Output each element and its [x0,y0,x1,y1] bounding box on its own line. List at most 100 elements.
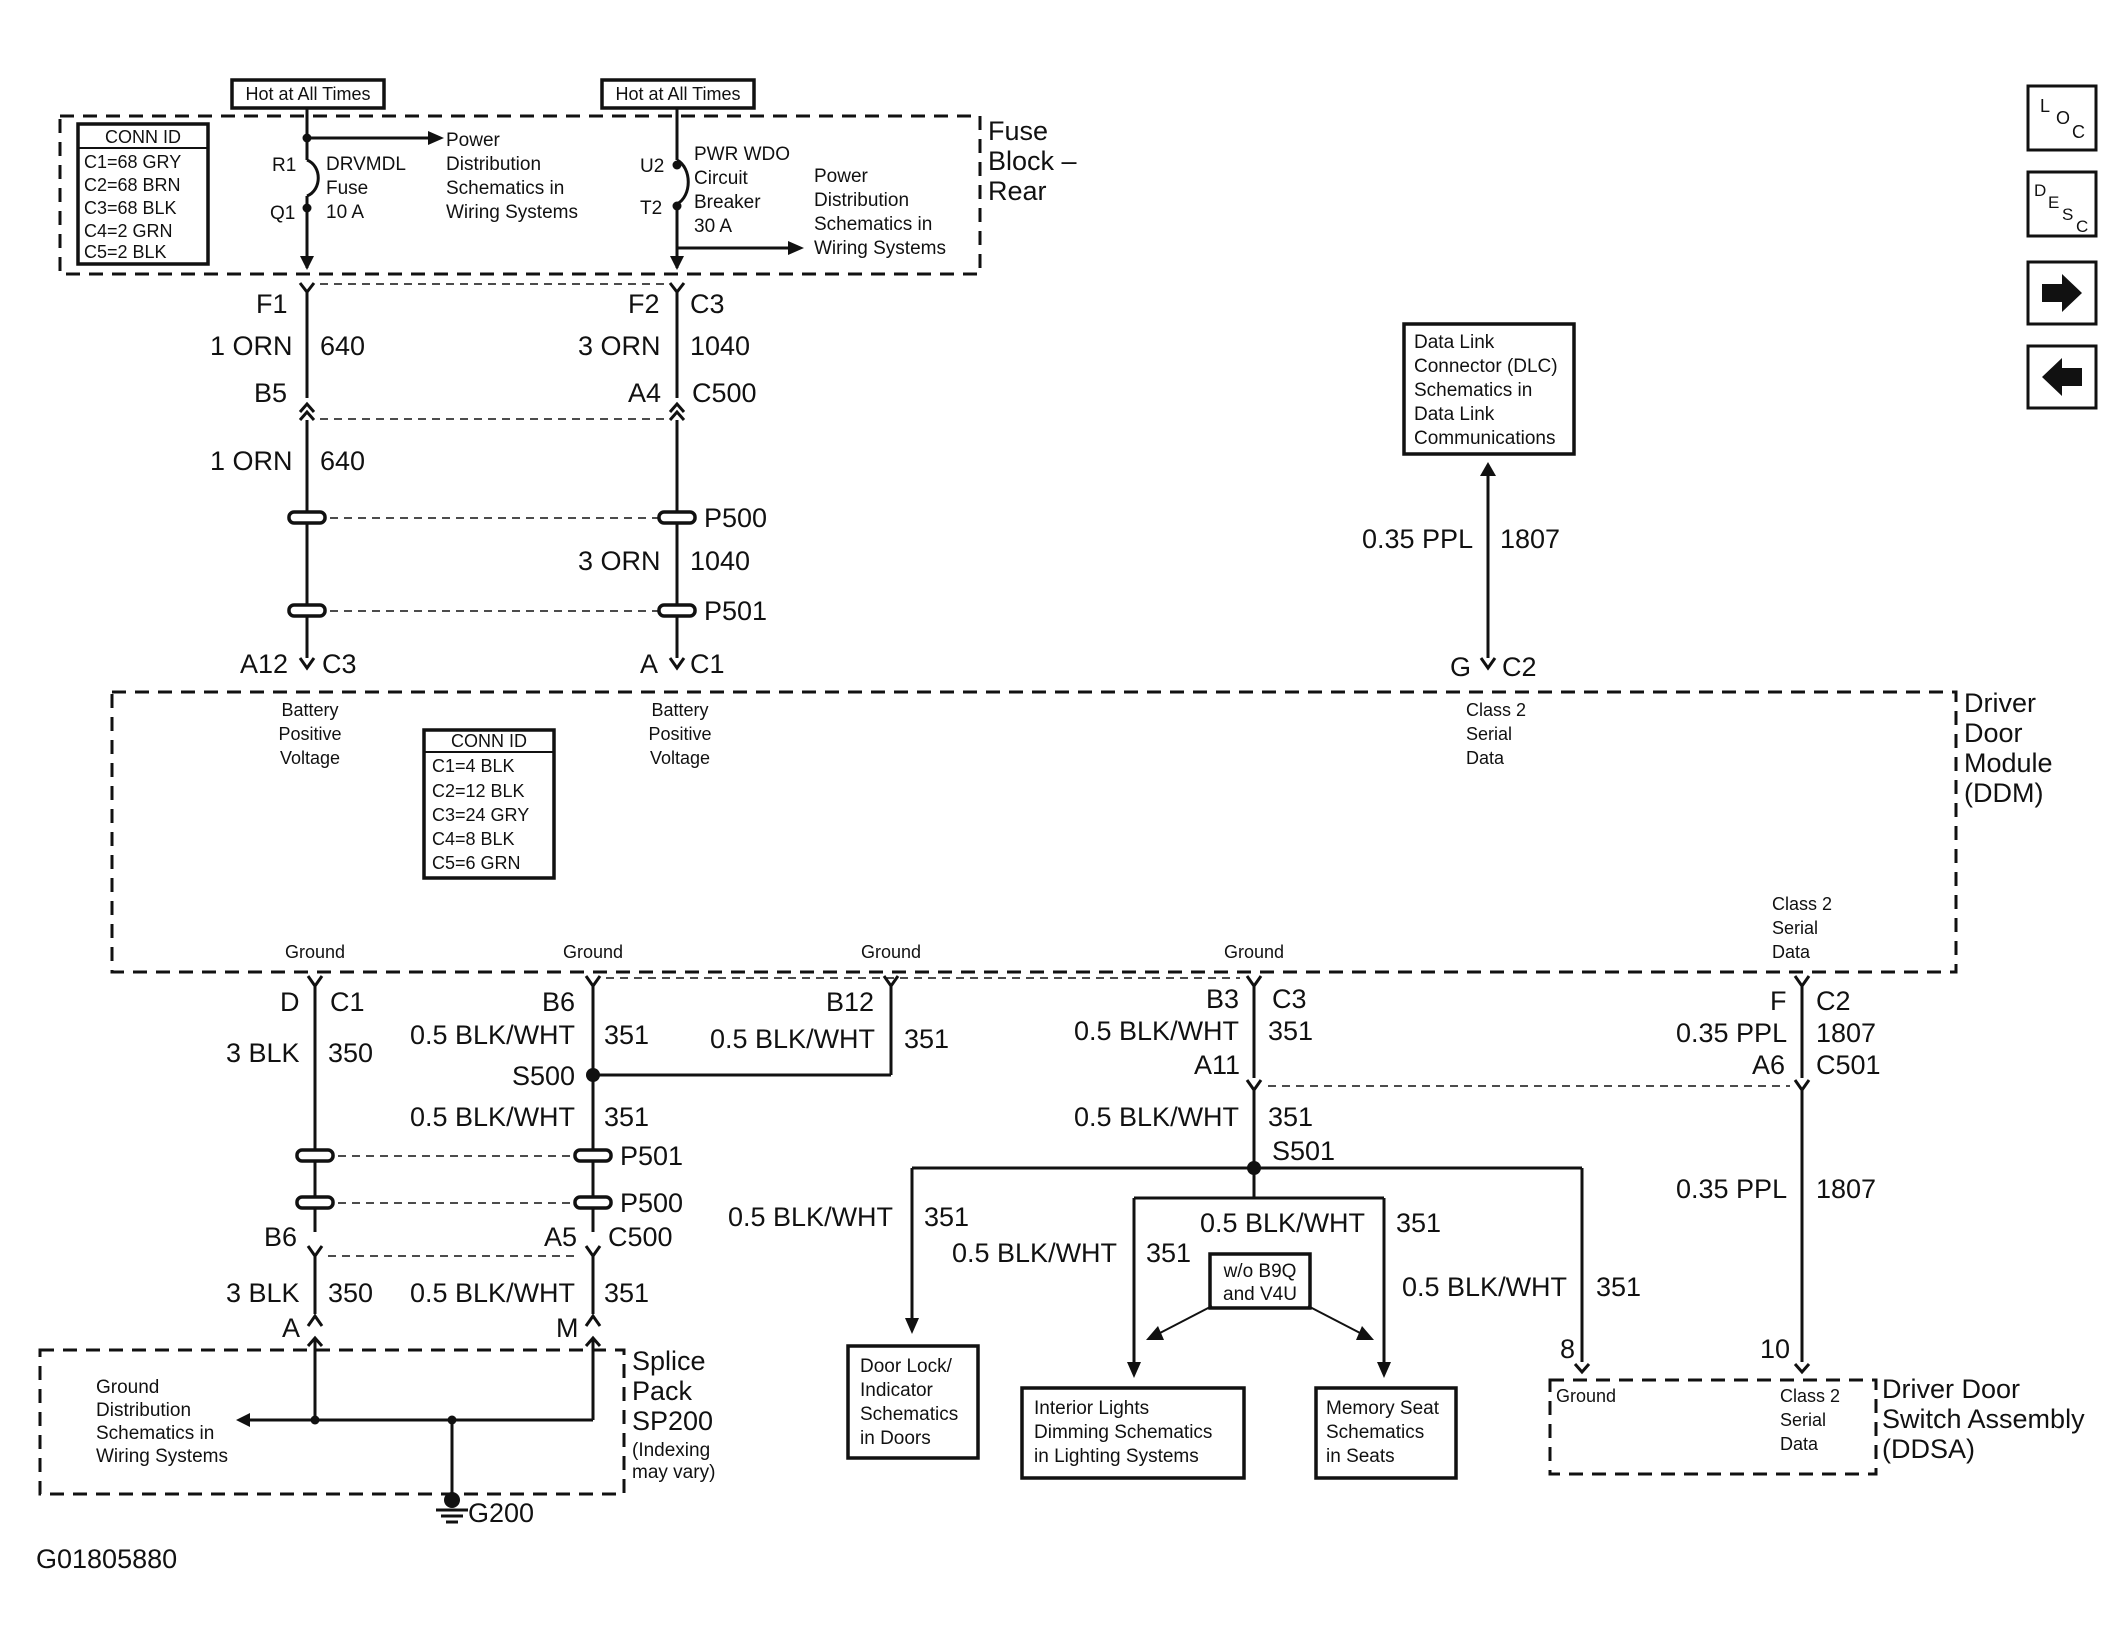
ground-label: Ground [285,942,345,962]
signal-label: Class 2 [1772,894,1832,914]
ddm-name: Driver [1964,688,2036,718]
connector-label: P501 [620,1141,683,1171]
signal-label: Positive [278,724,341,744]
arrow-right-icon [428,131,444,145]
loc-button[interactable]: L O C [2026,84,2098,152]
inline-connector-icon [287,510,327,525]
hot-at-all-times-label: Hot at All Times [615,84,740,104]
fuse-conn-row: C4=2 GRN [84,221,173,241]
fuse2-pin-u: U2 [640,156,664,177]
ref-label: Schematics [860,1404,958,1425]
circuit-1040: F2 C3 3 ORN 1040 A4 C500 P500 3 ORN 1040… [578,282,767,768]
driver-door-module: Driver Door Module (DDM) CONN ID C1=4 BL… [110,688,2053,974]
signal-label: Positive [648,724,711,744]
fuse-conn-row: C5=2 BLK [84,242,167,262]
fuse1-power-ref: Distribution [446,154,541,175]
connector-label: C3 [1272,984,1307,1014]
pin-label: A12 [240,649,288,679]
circuit-number: 1040 [690,546,750,576]
signal-label: Voltage [280,748,340,768]
connector-label: C3 [322,649,357,679]
circuit-number: 351 [904,1024,949,1054]
circuit-number: 640 [320,446,365,476]
fuse2-power-ref: Distribution [814,190,909,211]
interior-lights-ref: Interior Lights Dimming Schematics in Li… [1020,1386,1246,1480]
signal-label: Serial [1772,918,1818,938]
circuit-640: F1 1 ORN 640 B5 1 ORN 640 A12 C3 Battery… [210,282,670,768]
fuse-conn-id-table: CONN ID C1=68 GRY C2=68 BRN C3=68 BLK C4… [76,122,210,266]
desc-button[interactable]: D E S C [2026,170,2098,238]
hot-at-all-times-label: Hot at All Times [245,84,370,104]
wire-color: 0.5 BLK/WHT [952,1238,1117,1268]
fuse2-label: Circuit [694,168,749,189]
pin-label: B3 [1206,984,1239,1014]
signal-label: Data [1780,1434,1819,1454]
option-label: and V4U [1223,1284,1297,1305]
pin-label: D [280,987,300,1017]
connector-label: C3 [690,289,725,319]
pin-label: 10 [1760,1334,1790,1364]
circuit-number: 351 [604,1102,649,1132]
circuit-number: 351 [1268,1102,1313,1132]
circuit-number: 1807 [1816,1018,1876,1048]
wire-color: 0.5 BLK/WHT [1200,1208,1365,1238]
pin-label: F [1770,986,1787,1016]
fuse1-label: DRVMDL [326,154,406,175]
circuit-number: 351 [1146,1238,1191,1268]
next-button[interactable] [2026,260,2098,326]
fuse1-label: Fuse [326,178,368,199]
desc-letter: S [2062,205,2073,224]
ground-icon [436,1508,468,1524]
connector-label: C1 [330,987,365,1017]
dlc-label: Schematics in [1414,380,1532,401]
pin-label: B6 [542,987,575,1017]
ddsa-name: Switch Assembly [1882,1404,2085,1434]
splice-pack-sp200: G200 Ground Distribution Schematics in W… [38,1335,715,1528]
ground-dist-ref: Ground [96,1377,159,1398]
desc-letter: E [2048,193,2059,212]
previous-button[interactable] [2026,344,2098,410]
signal-label: Data [1772,942,1811,962]
door-lock-ref: Door Lock/ Indicator Schematics in Doors [846,1344,980,1460]
wire-color: 0.5 BLK/WHT [410,1278,575,1308]
fuse2-label: 30 A [694,216,732,237]
ddm-conn-row: C5=6 GRN [432,853,521,873]
signal-label: Data [1466,748,1505,768]
circuit-351-s501: B3 C3 0.5 BLK/WHT 351 A11 0.5 BLK/WHT 35… [728,975,1790,1378]
wire-color: 1 ORN [210,446,293,476]
fuse-block-name-2: Block – [988,146,1077,176]
arrow-left-icon [2042,358,2082,396]
desc-letter: D [2034,181,2046,200]
signal-label: Serial [1780,1410,1826,1430]
fuse-block-name-1: Fuse [988,116,1048,146]
fuse1-power-ref: Schematics in [446,178,564,199]
inline-connector-icon [573,1148,613,1163]
circuit-number: 351 [604,1020,649,1050]
circuit-number: 351 [604,1278,649,1308]
signal-label: Class 2 [1466,700,1526,720]
ground-dist-ref: Wiring Systems [96,1446,228,1467]
ref-label: in Seats [1326,1446,1395,1467]
wire-color: 3 BLK [226,1038,300,1068]
fuse1-pin-q: Q1 [270,203,295,224]
fuse-conn-title: CONN ID [105,127,181,147]
ddm-conn-id-table: CONN ID C1=4 BLK C2=12 BLK C3=24 GRY C4=… [422,728,556,880]
option-box [1208,1252,1312,1310]
pin-label: A11 [1194,1050,1240,1080]
inline-connector-icon [287,603,327,618]
wire-color: 0.5 BLK/WHT [410,1020,575,1050]
figure-id: G01805880 [36,1544,177,1574]
signal-label: Battery [651,700,708,720]
signal-label: Class 2 [1780,1386,1840,1406]
ddm-name: (DDM) [1964,778,2043,808]
connector-label: C2 [1816,986,1851,1016]
wire-color: 0.5 BLK/WHT [1402,1272,1567,1302]
circuit-350: D C1=4 BLK C1 3 BLK 350 B6 3 BLK 350 A [226,975,576,1343]
ground-label: Ground [1224,942,1284,962]
inline-connector-icon [295,1148,335,1163]
ddm-conn-row: C2=12 BLK [432,781,525,801]
loc-letter: O [2056,108,2070,128]
connector-label: C500 [692,378,757,408]
ground-dist-ref: Distribution [96,1400,191,1421]
